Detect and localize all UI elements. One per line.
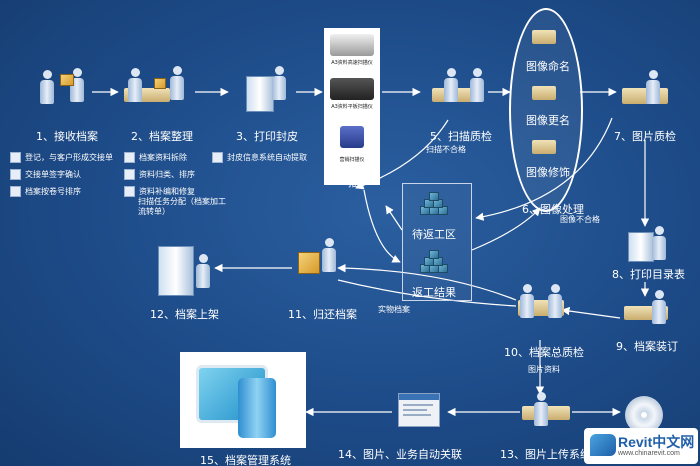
device-caption-1: A3资料高速扫描仪 xyxy=(331,60,373,66)
checkbox-icon xyxy=(124,152,135,163)
person-icon xyxy=(196,254,210,288)
rework-waiting-label: 待返工区 xyxy=(412,228,456,241)
desk-icon xyxy=(622,88,668,104)
note-item: 登记，与客户形成交接单 xyxy=(25,153,113,162)
person-icon xyxy=(470,68,484,102)
step-8-label: 8、打印目录表 xyxy=(612,268,685,281)
checkbox-icon xyxy=(10,169,21,180)
edge-rework-image xyxy=(471,207,541,251)
person-icon xyxy=(548,284,562,318)
step-3-label: 3、打印封皮 xyxy=(236,130,298,143)
cart-icon xyxy=(298,252,320,274)
step-10-label: 10、档案总质检 xyxy=(504,346,584,359)
logo-mark-icon xyxy=(590,434,616,456)
step-14-label: 14、图片、业务自动关联 xyxy=(338,448,462,461)
person-icon xyxy=(170,66,184,100)
disc-icon xyxy=(625,396,663,434)
box-icon xyxy=(60,74,74,86)
person-icon xyxy=(322,238,336,272)
person-icon xyxy=(272,66,286,100)
ellipse-item-retouching: 图像修饰 xyxy=(526,166,570,179)
server-rack-icon xyxy=(158,246,194,296)
step-6-label: 6、图像处理 xyxy=(522,203,584,216)
edge-rework-scan xyxy=(385,205,403,231)
computer-tower-icon xyxy=(238,378,276,438)
checkbox-icon xyxy=(10,152,21,163)
checkbox-icon xyxy=(212,152,223,163)
step-13-label: 13、图片上传系统 xyxy=(500,448,591,461)
scanner-devices-panel: A3资料高速扫描仪 A3资料平板扫描仪 营销扫描仪 xyxy=(324,28,380,185)
step-2-notes: 档案资料拆除 资料归类、排序 资料补编和修复 扫描任务分配（档案加工 流转单） xyxy=(124,152,226,217)
edge-9-10 xyxy=(561,306,621,319)
cube-stack-icon xyxy=(420,192,448,215)
edge-physical xyxy=(337,279,517,307)
note-item: 封皮信息系统自动提取 xyxy=(227,153,307,162)
step-9-label: 9、档案装订 xyxy=(616,340,678,353)
scanner-icon xyxy=(330,78,374,100)
cube-stack-icon xyxy=(420,250,448,273)
browser-icon xyxy=(398,393,440,427)
step-3-notes: 封皮信息系统自动提取 xyxy=(212,152,307,163)
step-7-label: 7、图片质检 xyxy=(614,130,676,143)
watermark-logo: Revit中文网 www.chinarevit.com xyxy=(584,428,698,464)
logo-name: Revit中文网 xyxy=(618,434,695,450)
printer-icon xyxy=(628,232,654,262)
step-11-label: 11、归还档案 xyxy=(288,308,357,321)
checkbox-icon xyxy=(10,186,21,197)
step-4-label-line2: 描 xyxy=(348,176,359,189)
scanner-icon xyxy=(340,126,364,148)
note-item: 扫描任务分配（档案加工 xyxy=(138,197,226,206)
note-item: 档案资料拆除 xyxy=(139,153,187,162)
edge-10-11 xyxy=(337,263,517,301)
checkbox-icon xyxy=(124,169,135,180)
workstation-icon xyxy=(532,140,556,154)
edge-label-scan-fail: 扫描不合格 xyxy=(426,145,466,154)
person-icon xyxy=(534,392,548,426)
edge-rework-return xyxy=(363,189,401,263)
step-15-label: 15、档案管理系统 xyxy=(200,454,291,466)
edge-label-physical: 实物档案 xyxy=(378,305,410,314)
note-item: 流转单） xyxy=(138,207,170,216)
scanner-icon xyxy=(330,34,374,56)
person-icon xyxy=(646,70,660,104)
logo-url: www.chinarevit.com xyxy=(618,450,680,457)
person-icon xyxy=(652,290,666,324)
edge-label-pictures: 图片资料 xyxy=(528,365,560,374)
note-item: 资料归类、排序 xyxy=(139,170,195,179)
step-4-label: 4、资料扫 xyxy=(328,162,379,175)
step-2-label: 2、档案整理 xyxy=(131,130,193,143)
device-caption-3: 营销扫描仪 xyxy=(339,157,365,163)
person-icon xyxy=(40,70,54,104)
note-item: 资料补编和修复 xyxy=(139,187,195,196)
ellipse-item-renaming: 图像更名 xyxy=(526,114,570,127)
checkbox-icon xyxy=(124,186,135,197)
device-caption-2: A3资料平板扫描仪 xyxy=(331,104,373,110)
ellipse-item-naming: 图像命名 xyxy=(526,60,570,73)
rework-result-label: 返工结果 xyxy=(412,286,456,299)
workstation-icon xyxy=(532,30,556,44)
edge-label-image-fail: 图像不合格 xyxy=(560,215,600,224)
note-item: 档案按卷号排序 xyxy=(25,187,81,196)
workstation-icon xyxy=(532,86,556,100)
person-icon xyxy=(444,68,458,102)
note-item: 交接单签字确认 xyxy=(25,170,81,179)
person-icon xyxy=(128,68,142,102)
step-5-label: 5、扫描质检 xyxy=(430,130,492,143)
step-1-notes: 登记，与客户形成交接单 交接单签字确认 档案按卷号排序 xyxy=(10,152,113,197)
person-icon xyxy=(520,284,534,318)
box-icon xyxy=(154,78,166,89)
step-12-label: 12、档案上架 xyxy=(150,308,219,321)
person-icon xyxy=(652,226,666,260)
printer-icon xyxy=(246,76,274,112)
step-1-label: 1、接收档案 xyxy=(36,130,98,143)
